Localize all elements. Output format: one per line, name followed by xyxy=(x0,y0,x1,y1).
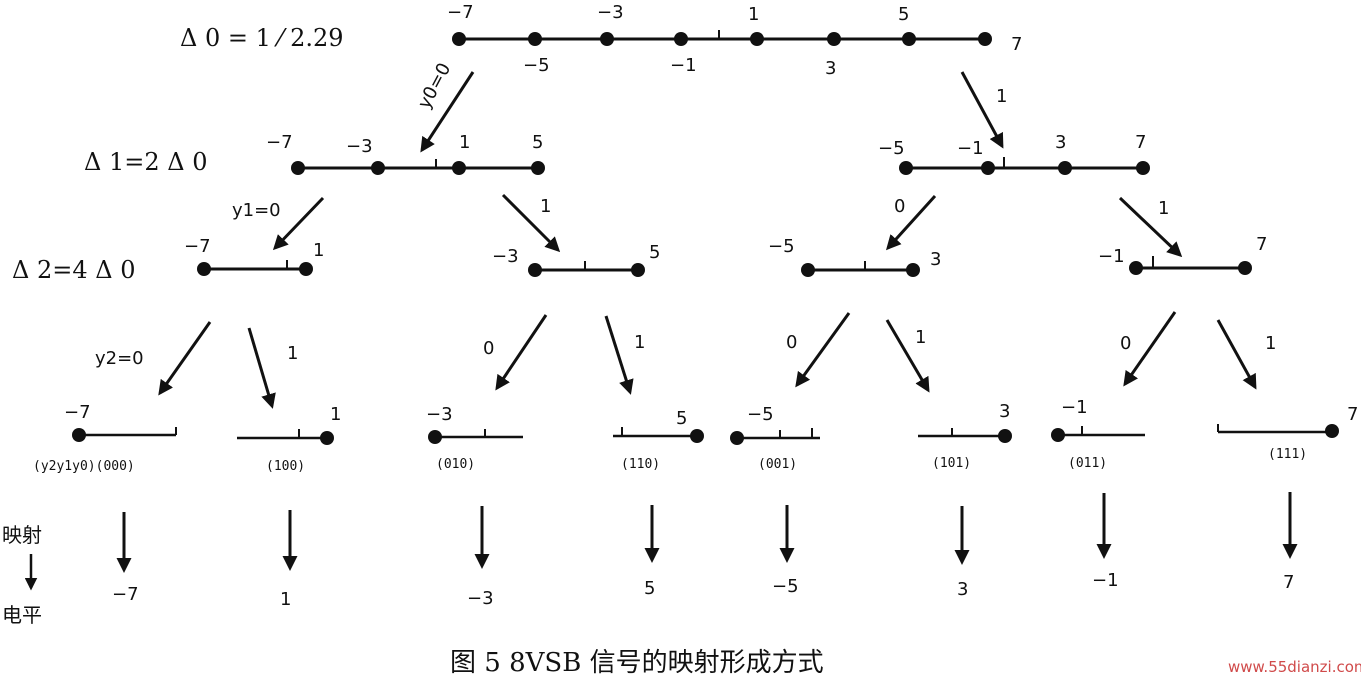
level2-line xyxy=(801,261,920,277)
level1-value: 7 xyxy=(1135,132,1146,153)
leaf-line xyxy=(918,428,1012,443)
level1-value: −7 xyxy=(266,132,293,153)
delta0-label: Δ 0 = 1 ⁄ 2.29 xyxy=(180,24,344,52)
level2-value: −1 xyxy=(1098,246,1125,267)
branch-arrow xyxy=(1123,311,1177,387)
leaf-line xyxy=(613,427,704,443)
branch-label: 1 xyxy=(287,343,298,364)
branch-arrow xyxy=(795,312,851,388)
level-value: −1 xyxy=(1092,570,1119,591)
figure-caption: 图 5 8VSB 信号的映射形成方式 xyxy=(450,648,824,678)
level-value: 3 xyxy=(957,579,968,600)
level0-line xyxy=(452,30,992,46)
level0-value: 7 xyxy=(1011,34,1022,55)
leaf-code: (y2y1y0)(000) xyxy=(33,459,135,474)
leaf-value: 3 xyxy=(999,401,1010,422)
delta2-label: Δ 2=4 Δ 0 xyxy=(12,256,135,284)
branch-label: 0 xyxy=(786,332,797,353)
branch-arrow xyxy=(247,327,276,409)
level2-line xyxy=(528,261,645,277)
mapping-label: 映射 xyxy=(2,523,42,547)
level-value: 7 xyxy=(1283,572,1294,593)
leaf-line xyxy=(428,429,523,444)
delta1-label: Δ 1=2 Δ 0 xyxy=(84,148,207,176)
leaf-line xyxy=(730,428,820,445)
level1-value: 5 xyxy=(532,132,543,153)
branch-label-y1: y1=0 xyxy=(232,200,281,221)
level1-value: 3 xyxy=(1055,132,1066,153)
leaf-code: (100) xyxy=(266,459,305,474)
branch-label: 1 xyxy=(1265,333,1276,354)
level0-value: −5 xyxy=(523,55,550,76)
level0-value: −3 xyxy=(597,2,624,23)
level2-line xyxy=(1129,256,1252,275)
leaf-code: (011) xyxy=(1068,456,1107,471)
leaf-value: −7 xyxy=(64,402,91,423)
leaf-code: (010) xyxy=(436,457,475,472)
level1-value: −5 xyxy=(878,138,905,159)
branch-arrow xyxy=(885,319,930,393)
branch-arrow xyxy=(960,71,1004,149)
branch-label: 1 xyxy=(915,327,926,348)
branch-label-y0: y0=0 xyxy=(414,60,455,113)
leaf-line xyxy=(72,427,177,442)
level0-value: 5 xyxy=(898,4,909,25)
level2-value: 7 xyxy=(1256,234,1267,255)
branch-arrow xyxy=(495,314,548,391)
branch-arrow xyxy=(1118,196,1183,258)
level-value: 5 xyxy=(644,578,655,599)
level2-value: −5 xyxy=(768,236,795,257)
level1-left-line xyxy=(291,159,545,175)
leaf-line xyxy=(1217,424,1339,438)
leaf-line xyxy=(1051,426,1145,442)
leaf-value: −1 xyxy=(1061,397,1088,418)
level2-value: 3 xyxy=(930,249,941,270)
level-value: −5 xyxy=(772,576,799,597)
leaf-code: (111) xyxy=(1268,447,1307,462)
level0-value: 1 xyxy=(748,4,759,25)
branch-label: 1 xyxy=(1158,198,1169,219)
leaf-code: (001) xyxy=(758,457,797,472)
branch-arrow xyxy=(885,194,937,251)
branch-arrow xyxy=(272,196,325,251)
level-label: 电平 xyxy=(2,603,42,627)
leaf-line xyxy=(237,429,334,445)
branch-arrow xyxy=(1216,319,1257,390)
level1-value: 1 xyxy=(459,132,470,153)
leaf-value: 1 xyxy=(330,404,341,425)
branch-label: 0 xyxy=(483,338,494,359)
branch-label: 0 xyxy=(1120,333,1131,354)
branch-label: 1 xyxy=(634,332,645,353)
level0-value: −7 xyxy=(447,2,474,23)
leaf-code: (101) xyxy=(932,456,971,471)
watermark: www.55dianzi.com xyxy=(1228,658,1361,676)
level-value: 1 xyxy=(280,589,291,610)
leaf-code: (110) xyxy=(621,457,660,472)
leaf-value: 5 xyxy=(676,408,687,429)
level2-value: −7 xyxy=(184,236,211,257)
branch-label: 1 xyxy=(540,196,551,217)
level2-value: −3 xyxy=(492,246,519,267)
level2-line xyxy=(197,260,313,276)
branch-arrow xyxy=(604,315,634,395)
level2-value: 5 xyxy=(649,242,660,263)
leaf-value: −5 xyxy=(747,404,774,425)
level2-value: 1 xyxy=(313,240,324,261)
branch-arrow xyxy=(501,193,561,253)
branch-arrow xyxy=(158,321,212,396)
level1-value: −3 xyxy=(346,136,373,157)
level1-right-line xyxy=(899,157,1150,175)
level1-value: −1 xyxy=(957,138,984,159)
level-value: −3 xyxy=(467,588,494,609)
leaf-value: −3 xyxy=(426,404,453,425)
branch-arrow xyxy=(420,71,475,153)
leaf-value: 7 xyxy=(1347,404,1358,425)
branch-label: 1 xyxy=(996,86,1007,107)
branch-label: 0 xyxy=(894,196,905,217)
branch-label-y2: y2=0 xyxy=(95,348,144,369)
level0-value: −1 xyxy=(670,55,697,76)
level-value: −7 xyxy=(112,584,139,605)
level0-value: 3 xyxy=(825,58,836,79)
